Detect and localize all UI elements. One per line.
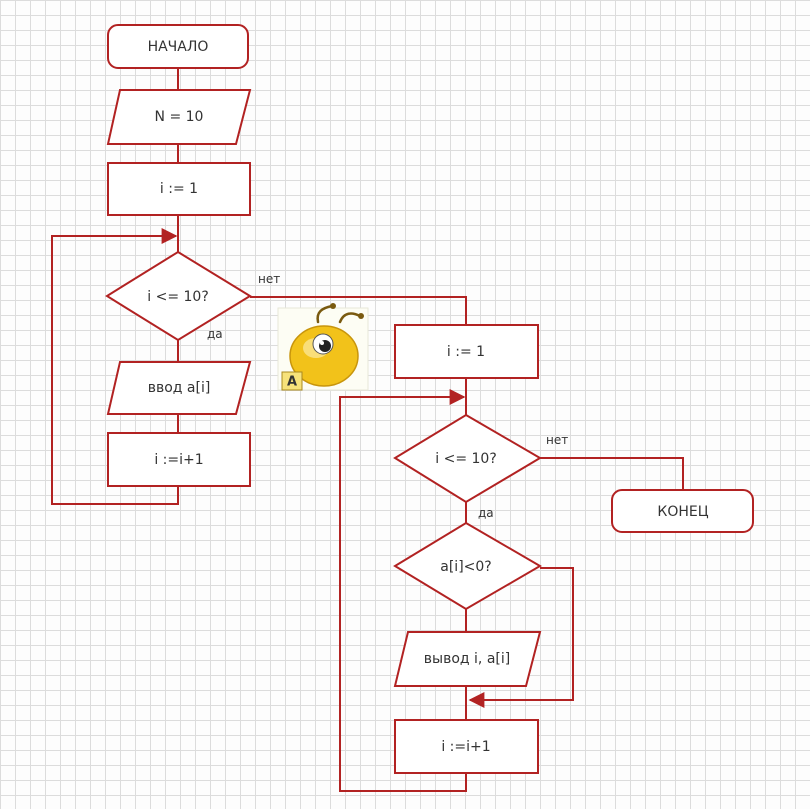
init-i-label: i := 1 [160, 181, 198, 197]
connector-cond3-no-bypass [468, 567, 574, 708]
no-label-1: нет [258, 272, 280, 286]
increment-i-process-1 [107, 432, 251, 487]
condition-diamond-3 [393, 521, 542, 611]
no-label-2: нет [546, 433, 568, 447]
connector-no-branch-2 [540, 457, 684, 490]
init-i-process [107, 162, 251, 216]
increment-i-process-2 [394, 719, 539, 774]
end-label: КОНЕЦ [657, 504, 708, 520]
init-i-process-2 [394, 324, 539, 379]
condition-label-3: a[i]<0? [440, 559, 491, 575]
input-array-label: ввод a[i] [148, 380, 211, 396]
start-terminal [107, 24, 249, 69]
mascot-badge-letter: A [287, 375, 297, 390]
condition-diamond-2 [393, 413, 542, 504]
loop-back-arrow-1 [51, 228, 179, 505]
increment-label-1: i :=i+1 [154, 452, 203, 468]
init-i-label-2: i := 1 [447, 344, 485, 360]
condition-diamond-1 [105, 250, 252, 342]
ant-mascot-icon: A [277, 303, 369, 391]
output-parallelogram [393, 631, 542, 687]
yes-label-2: да [478, 506, 494, 520]
output-label: вывод i, a[i] [424, 651, 510, 667]
input-n-label: N = 10 [155, 109, 204, 125]
start-label: НАЧАЛО [148, 39, 209, 55]
connector-no-branch-1 [250, 296, 467, 325]
increment-label-2: i :=i+1 [441, 739, 490, 755]
condition-label-2: i <= 10? [435, 451, 497, 467]
condition-label-1: i <= 10? [147, 289, 209, 305]
input-array-parallelogram [106, 361, 252, 415]
input-n-parallelogram [106, 89, 252, 145]
loop-back-arrow-2 [339, 389, 467, 792]
end-terminal [611, 489, 754, 533]
yes-label-1: да [207, 327, 223, 341]
